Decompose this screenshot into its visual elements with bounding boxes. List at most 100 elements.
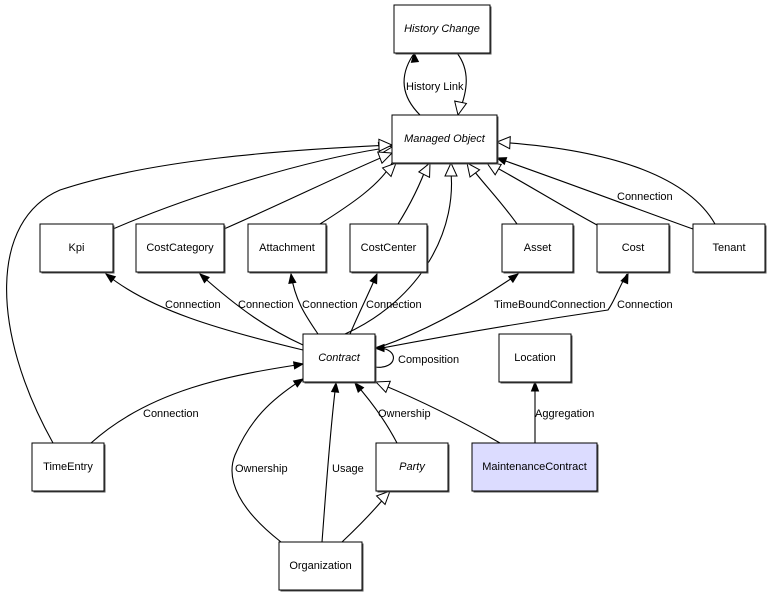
node-box [375, 442, 449, 492]
node-label: History Change [404, 23, 480, 35]
association-arrowhead-icon [292, 378, 305, 388]
generalization-arrowhead-icon [376, 151, 394, 165]
class-node-cost-center[interactable]: CostCenter [349, 223, 429, 274]
edge-label: Usage [332, 463, 364, 475]
edge-label: Composition [398, 354, 459, 366]
class-node-location[interactable]: Location [498, 333, 573, 384]
edge-contract-connection-costcenter: Connection [349, 272, 422, 335]
edge-contract-connection-costcategory: Connection [198, 273, 304, 346]
class-node-attachment[interactable]: Attachment [247, 223, 328, 274]
generalization-arrowhead-icon [374, 380, 392, 394]
node-label: Party [399, 461, 426, 473]
association-arrowhead-icon [330, 381, 340, 393]
node-box [349, 223, 428, 273]
edge-contract-timebound-asset: TimeBoundConnection [376, 273, 606, 349]
edge-timeentry-inherits-mo [6, 138, 394, 444]
edge-hc-inherits-mo [453, 52, 468, 117]
association-arrowhead-icon [198, 273, 210, 284]
edge-line [321, 382, 337, 543]
association-arrowhead-icon [530, 380, 540, 392]
node-box [247, 223, 327, 273]
edge-label: Connection [617, 299, 673, 311]
node-label: MaintenanceContract [482, 461, 587, 473]
edge-line [112, 146, 393, 230]
class-node-managed-object[interactable]: Managed Object [391, 114, 499, 165]
edge-label: Connection [617, 191, 673, 203]
node-box [278, 541, 363, 591]
class-node-maintenance-contract[interactable]: MaintenanceContract [471, 442, 599, 493]
association-arrowhead-icon [495, 157, 508, 166]
edge-tenant-connection-mo: Connection [495, 157, 694, 230]
edge-mo-history-link: History Link [403, 51, 464, 116]
node-label: Cost [622, 242, 645, 254]
class-node-organization[interactable]: Organization [278, 541, 364, 592]
edge-contract-connection-cost: Connection [376, 272, 673, 350]
edge-label: Connection [143, 408, 199, 420]
node-label: Managed Object [404, 133, 486, 145]
edge-label: Connection [302, 299, 358, 311]
edge-line [231, 378, 304, 543]
class-node-time-entry[interactable]: TimeEntry [31, 442, 106, 493]
edge-contract-connection-kpi: Connection [104, 273, 304, 351]
node-label: Tenant [712, 242, 745, 254]
node-label: TimeEntry [43, 461, 93, 473]
node-box [39, 223, 114, 273]
association-arrowhead-icon [410, 51, 420, 63]
generalization-arrowhead-icon [466, 162, 481, 178]
generalization-arrowhead-icon [375, 490, 391, 506]
edge-label: History Link [406, 81, 464, 93]
node-box [498, 333, 572, 383]
node-box [501, 223, 574, 273]
node-box [471, 442, 598, 492]
edge-line [403, 54, 421, 116]
edge-party-ownership-contract: Ownership [354, 381, 431, 444]
class-node-asset[interactable]: Asset [501, 223, 575, 274]
edge-timeentry-connection-contract: Connection [90, 361, 305, 444]
generalization-arrowhead-icon [381, 162, 397, 178]
edge-costcategory-inherits-mo [223, 151, 394, 230]
edge-label: Connection [165, 299, 221, 311]
edge-asset-inherits-mo [466, 162, 518, 225]
edge-line [487, 162, 598, 226]
edge-line [376, 273, 628, 350]
generalization-arrowhead-icon [453, 100, 468, 117]
node-label: Kpi [69, 242, 85, 254]
edge-line [496, 157, 694, 230]
node-box [393, 4, 491, 54]
edge-contract-inherits-mo [344, 161, 458, 335]
association-arrowhead-icon [620, 272, 629, 285]
node-label: Organization [289, 560, 351, 572]
node-box [692, 223, 766, 273]
class-node-tenant[interactable]: Tenant [692, 223, 767, 274]
generalization-arrowhead-icon [417, 161, 431, 179]
edge-line [105, 273, 304, 351]
node-label: Asset [524, 242, 552, 254]
class-node-history-change[interactable]: History Change [393, 4, 492, 55]
edge-costcenter-inherits-mo [397, 161, 431, 225]
edge-line [6, 144, 393, 444]
class-node-cost-category[interactable]: CostCategory [135, 223, 226, 274]
edge-line [375, 381, 501, 444]
association-arrowhead-icon [288, 272, 297, 285]
class-node-party[interactable]: Party [375, 442, 450, 493]
edge-cost-inherits-mo [485, 162, 598, 226]
edge-contract-composition-self: Composition [373, 343, 459, 368]
edge-maintenancecontract-aggregation-location: Aggregation [530, 380, 594, 443]
association-arrowhead-icon [373, 343, 385, 353]
association-arrowhead-icon [104, 273, 117, 284]
edge-line [223, 152, 393, 230]
edge-line [344, 162, 452, 335]
class-node-contract[interactable]: Contract [302, 333, 377, 384]
edge-label: Ownership [378, 408, 431, 420]
edge-maintenancecontract-inherits-contract [374, 380, 501, 444]
class-node-kpi[interactable]: Kpi [39, 223, 115, 274]
node-box [31, 442, 105, 492]
class-node-cost[interactable]: Cost [596, 223, 671, 274]
edge-line [376, 273, 519, 349]
edge-organization-ownership-contract: Ownership [231, 378, 305, 543]
node-box [302, 333, 376, 383]
edge-label: Ownership [235, 463, 288, 475]
